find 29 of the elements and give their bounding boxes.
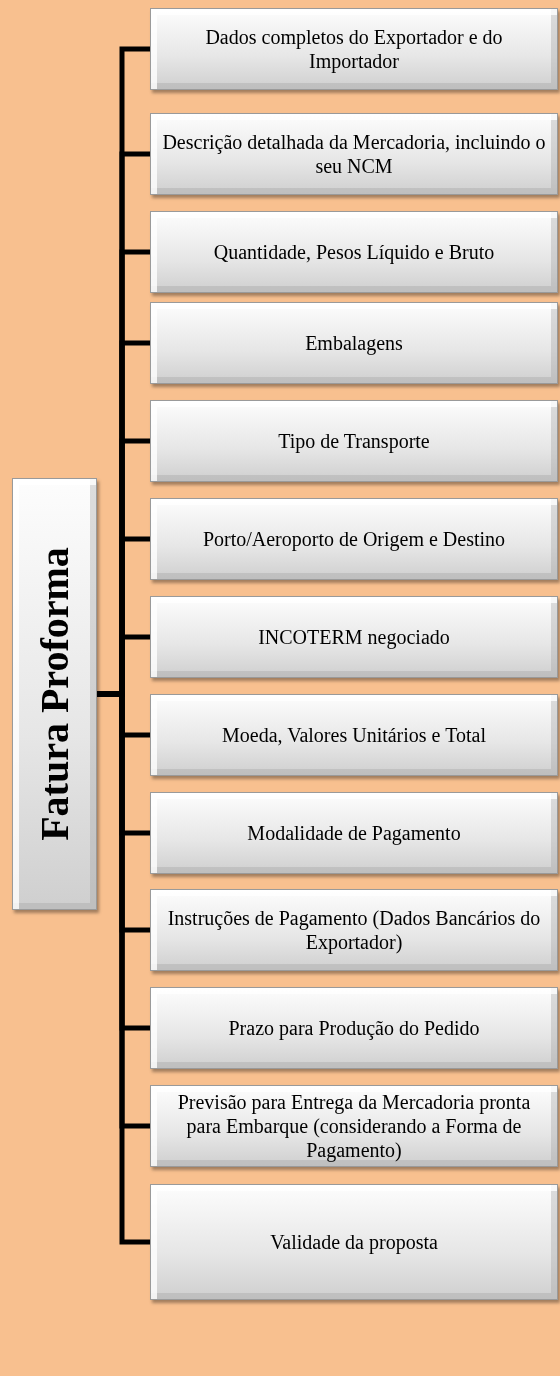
item-text: Porto/Aeroporto de Origem e Destino bbox=[202, 527, 506, 551]
title-text: Fatura Proforma bbox=[34, 547, 75, 841]
item-box bbox=[150, 400, 558, 482]
item-box bbox=[150, 987, 558, 1069]
item-box bbox=[150, 113, 558, 195]
item-text: Previsão para Entrega da Mercadoria pronta para Embarque (considerando a Forma de Pagamento) bbox=[176, 1090, 532, 1162]
item-text: Tipo de Transporte bbox=[278, 429, 430, 453]
item-box bbox=[150, 792, 558, 874]
item-box bbox=[150, 498, 558, 580]
item-box bbox=[150, 596, 558, 678]
item-text: Validade da proposta bbox=[270, 1230, 438, 1254]
item-box bbox=[150, 1184, 558, 1300]
item-box bbox=[150, 694, 558, 776]
connector-line bbox=[97, 691, 150, 1245]
item-text: Dados completos do Exportador e do Importador bbox=[204, 25, 504, 73]
item-text: Moeda, Valores Unitários e Total bbox=[222, 723, 486, 747]
item-text: Quantidade, Pesos Líquido e Bruto bbox=[213, 240, 495, 264]
item-text: Modalidade de Pagamento bbox=[247, 821, 461, 845]
item-box bbox=[150, 889, 558, 971]
item-text: Prazo para Produção do Pedido bbox=[228, 1016, 480, 1040]
title-box bbox=[12, 478, 97, 910]
item-text: Instruções de Pagamento (Dados Bancários do Exportador) bbox=[166, 906, 542, 954]
item-box bbox=[150, 211, 558, 293]
item-text: Descrição detalhada da Mercadoria, incluindo o seu NCM bbox=[161, 130, 547, 178]
item-box bbox=[150, 8, 558, 90]
item-box bbox=[150, 302, 558, 384]
item-box bbox=[150, 1085, 558, 1167]
item-text: Embalagens bbox=[305, 331, 403, 355]
item-text: INCOTERM negociado bbox=[258, 625, 450, 649]
